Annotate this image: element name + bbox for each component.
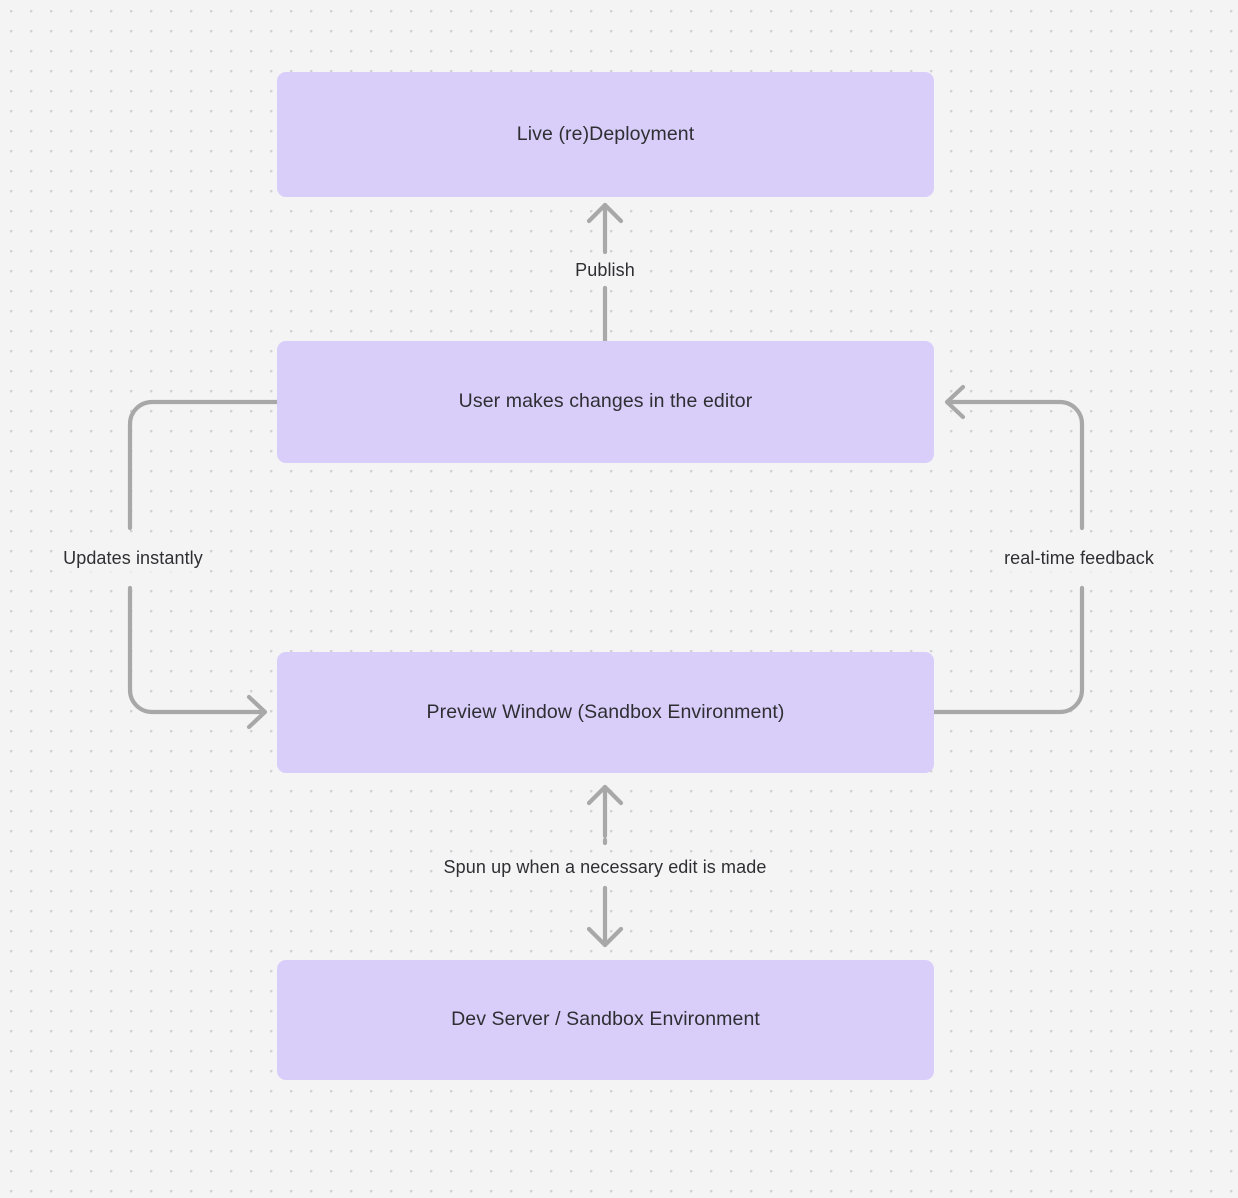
arrowhead-left-feedback	[944, 384, 966, 420]
arrowhead-right-updates	[246, 694, 268, 730]
edge-label-spun-up: Spun up when a necessary edit is made	[437, 853, 773, 881]
arrowhead-up-spunup	[586, 784, 624, 806]
arrowhead-up-publish	[586, 202, 624, 224]
node-preview-window[interactable]: Preview Window (Sandbox Environment)	[277, 652, 934, 773]
edge-label-publish: Publish	[569, 256, 641, 284]
node-label-user-edits: User makes changes in the editor	[458, 390, 753, 413]
node-label-preview-window: Preview Window (Sandbox Environment)	[426, 700, 785, 723]
node-label-dev-server: Dev Server / Sandbox Environment	[451, 1008, 760, 1031]
node-user-edits[interactable]: User makes changes in the editor	[277, 341, 934, 463]
arrowhead-down-spunup	[586, 926, 624, 948]
edge-label-real-time-feedback: real-time feedback	[998, 544, 1160, 572]
node-live-deployment[interactable]: Live (re)Deployment	[277, 72, 934, 197]
edge-label-updates-instantly: Updates instantly	[57, 544, 209, 572]
node-label-live-deployment: Live (re)Deployment	[516, 122, 695, 145]
node-dev-server[interactable]: Dev Server / Sandbox Environment	[277, 960, 934, 1080]
